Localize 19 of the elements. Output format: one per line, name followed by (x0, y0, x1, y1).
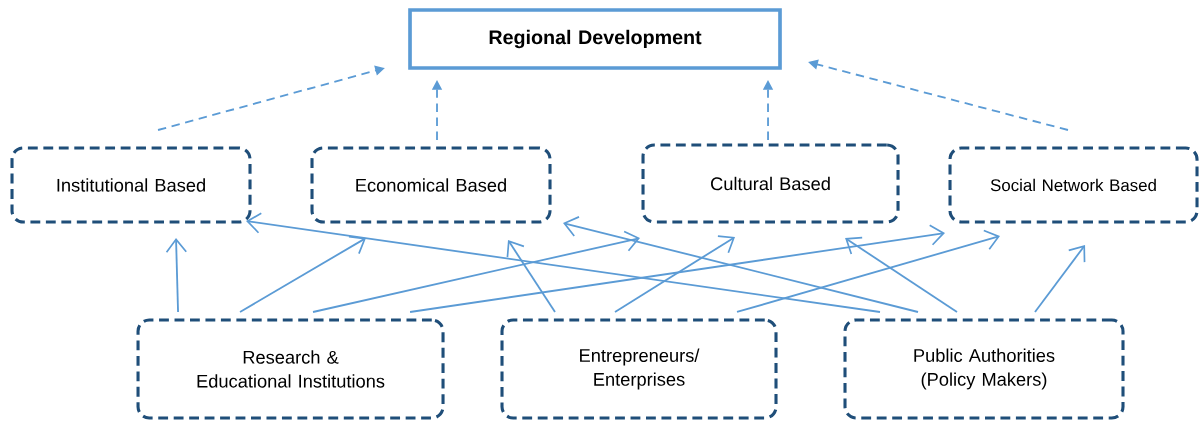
actor-box: Research & Educational Institutions (136, 318, 445, 420)
arrow (563, 216, 919, 313)
arrow (614, 235, 735, 313)
arrow (736, 229, 1000, 313)
arrow (1034, 245, 1086, 313)
actor-box: Public Authorities (Policy Makers) (843, 318, 1125, 420)
category-box: Social Network Based (948, 146, 1199, 224)
arrow (246, 212, 881, 313)
arrow (845, 236, 958, 313)
arrow (506, 240, 556, 313)
arrow (409, 224, 945, 313)
category-box: Economical Based (310, 146, 552, 224)
arrow (239, 235, 366, 313)
arrow (165, 238, 188, 313)
arrow (312, 230, 640, 313)
actor-box: Entrepreneurs/ Enterprises (500, 318, 778, 420)
category-box: Cultural Based (641, 143, 900, 224)
goal-box: Regional Development (408, 8, 782, 70)
category-box: Institutional Based (10, 146, 252, 224)
